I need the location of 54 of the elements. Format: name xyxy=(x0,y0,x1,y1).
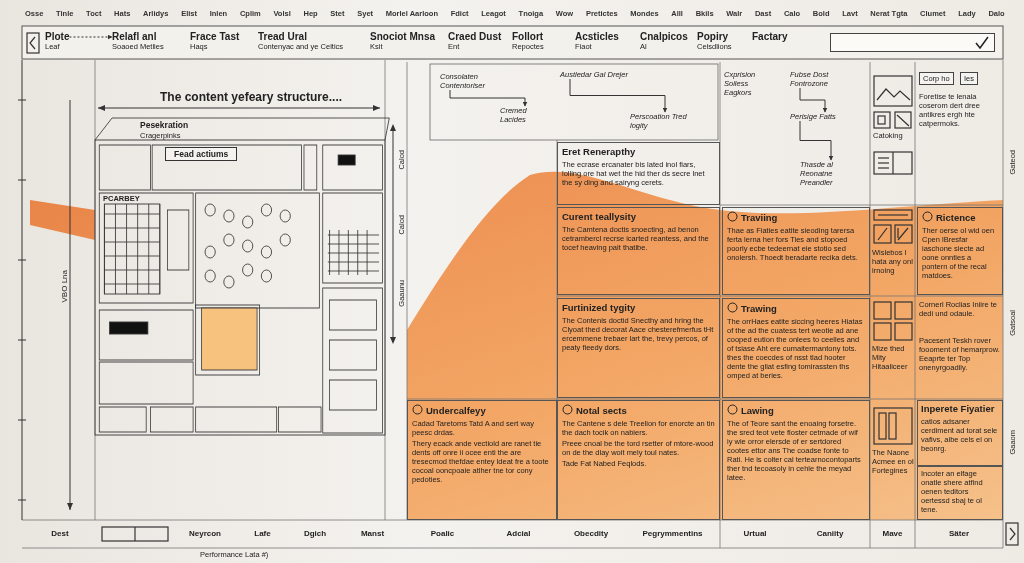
arrow xyxy=(799,87,828,113)
breadcrumb-title: Cnalpicos xyxy=(640,31,688,42)
breadcrumb-title: Craed Dust xyxy=(448,31,502,42)
breadcrumb-title: Factary xyxy=(752,31,788,42)
footer-cell-text: Neyrcon xyxy=(188,529,222,538)
breadcrumb-title: Plote xyxy=(45,31,70,42)
card-heading: Rictence xyxy=(936,212,976,223)
text-card xyxy=(917,400,1003,466)
card-heading: Trawing xyxy=(741,303,777,314)
text-card xyxy=(722,207,870,295)
card-heading: Undercalfeyy xyxy=(426,405,486,416)
arrow xyxy=(799,120,834,161)
panel-heading: Fead actiums xyxy=(165,147,238,161)
breadcrumb-title: Tread Ural xyxy=(258,31,308,42)
text-card xyxy=(557,298,720,398)
text-card xyxy=(722,298,870,398)
card-heading: Traviing xyxy=(741,212,778,223)
footer-cell-text: Urtual xyxy=(742,529,768,538)
breadcrumb-title: Relafl anl xyxy=(112,31,158,42)
footer-cell-text: Poalic xyxy=(429,529,456,538)
breadcrumb-title: Acsticles xyxy=(575,31,619,42)
footer-cell-text: Mave xyxy=(881,529,904,538)
footer-cell-text: Pegrymmentins xyxy=(641,529,704,538)
text-card xyxy=(557,207,720,295)
text-card xyxy=(722,400,870,520)
card-heading: Furtinized tygity xyxy=(562,302,637,314)
text-card xyxy=(917,466,1003,520)
arrow xyxy=(449,89,528,107)
footer-cell-text: Dgich xyxy=(302,529,328,538)
footer-cell-text: Manst xyxy=(359,529,386,538)
card-heading: Inperete Fiyatier xyxy=(921,403,996,415)
card-heading: Lawing xyxy=(741,405,774,416)
card-heading: Eret Renerapthy xyxy=(562,146,637,158)
footer-cell-text: Säter xyxy=(948,529,970,538)
card-heading: Curent teallysity xyxy=(562,211,637,223)
breadcrumb-title: Popiry xyxy=(697,31,730,42)
card-heading: Notal sects xyxy=(576,405,627,416)
text-card xyxy=(407,400,557,520)
arrow xyxy=(569,78,668,113)
text-card xyxy=(917,207,1003,295)
text-card xyxy=(557,400,720,520)
breadcrumb-title: Frace Tast xyxy=(190,31,240,42)
dotted-arrow xyxy=(68,34,113,40)
diagram-title: The content yefeary structure.... xyxy=(160,90,343,104)
breadcrumb-title: Snociot Mnsa xyxy=(370,31,435,42)
footer-cell-text: Caniity xyxy=(815,529,845,538)
section-heading: Pesekration xyxy=(140,120,189,130)
dimension-label: VBO Lna xyxy=(60,270,70,303)
footer-cell-text: Dest xyxy=(50,529,70,538)
footer-cell-text: Obecdity xyxy=(572,529,610,538)
footer-cell-text: Lafe xyxy=(253,529,272,538)
footer-cell-text: Adcial xyxy=(505,529,532,538)
text-card xyxy=(557,142,720,205)
breadcrumb-title: Follort xyxy=(512,31,544,42)
